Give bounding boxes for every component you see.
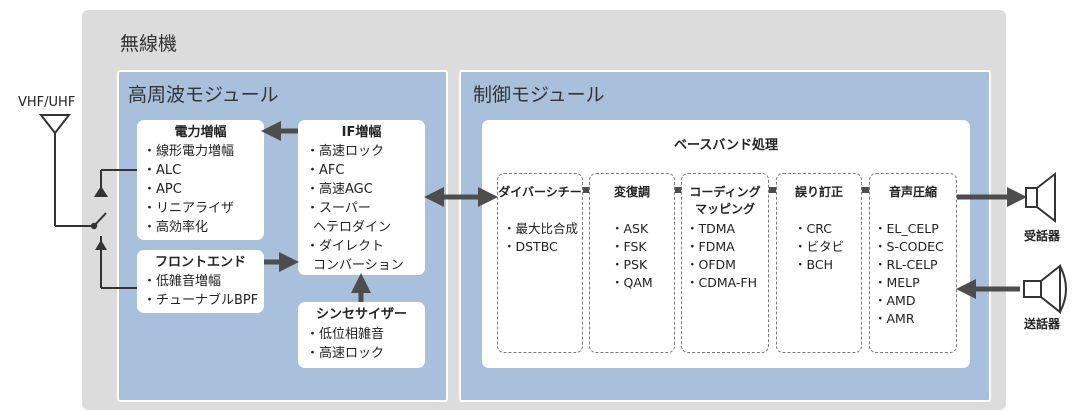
tr-switch [90,169,137,289]
modulation-item: ・ASK [611,221,649,236]
baseband-title: ベースバンド処理 [673,138,778,153]
front-end-item: ・低雑音増幅 [143,274,222,289]
voice-compression-title: 音声圧縮 [888,185,937,199]
if-amp-item: ・AFC [306,163,345,178]
synthesizer-item: ・低位相雑音 [306,327,385,342]
transmitter-label: 送話器 [1024,317,1061,331]
if-amp-title: IF増幅 [341,125,382,140]
connector [675,187,681,193]
power-amp-item: ・APC [143,182,182,197]
switch-arrow-up [94,186,108,197]
voice-compression-item: ・AMR [874,311,915,326]
if-amp-box [298,120,425,275]
voice-compression-box [869,173,957,353]
error-correction-item: ・CRC [794,221,833,236]
connector [862,187,869,193]
error-correction-box [776,173,862,353]
if-amp-item: ・高速ロック [306,144,385,159]
modulation-title: 変復調 [613,185,650,199]
if-amp-item: ・高速AGC [306,182,373,197]
power-amp-item: ・高効率化 [143,220,209,235]
front-end-title: フロントエンド [154,255,246,270]
antenna-label: VHF/UHF [18,95,76,110]
power-amp-box [137,120,264,240]
microphone-icon [1023,263,1067,315]
power-amp-item: ・リニアライザ [143,201,235,216]
front-end-item: ・チューナブルBPF [143,293,259,308]
if-amp-item: ・ダイレクト [306,239,385,254]
error-correction-item: ・BCH [794,257,833,272]
synthesizer-item: ・高速ロック [306,346,385,361]
voice-compression-item: ・MELP [874,275,920,290]
diversity-item: ・最大比合成 [503,221,579,236]
error-correction-title: 誤り訂正 [794,185,843,199]
error-correction-item: ・ビタビ [794,239,845,254]
power-amp-title: 電力増幅 [174,125,227,140]
radio-title: 無線機 [120,33,178,55]
diversity-item: ・DSTBC [503,239,558,254]
antenna-icon [38,114,94,227]
diversity-title: ダイバーシチー [498,185,582,199]
coding-box [681,173,769,353]
coding-title-line2: マッピング [694,202,755,216]
if-amp-item: ヘテロダイン [313,220,392,235]
coding-item: ・FDMA [686,239,735,254]
if-amp-item: コンバーション [313,258,404,273]
voice-compression-item: ・EL_CELP [874,221,939,236]
power-amp-item: ・線形電力増幅 [143,144,235,159]
modulation-item: ・QAM [611,275,653,290]
diversity-box [497,173,583,353]
coding-item: ・TDMA [686,221,736,236]
speaker-icon [1025,171,1056,224]
coding-item: ・CDMA-FH [686,275,758,290]
if-amp-item: ・スーパー [306,201,371,216]
switch-arrow-down [95,240,107,250]
voice-compression-item: ・S-CODEC [874,239,944,254]
modulation-item: ・PSK [611,257,648,272]
modulation-box [589,173,675,353]
power-amp-item: ・ALC [143,163,182,178]
connector [769,187,776,193]
front-end-box [137,250,264,313]
control-module-title: 制御モジュール [473,84,605,106]
synthesizer-box [298,302,425,368]
coding-title-line1: コーディング [689,185,761,199]
connector [583,187,589,193]
modulation-item: ・FSK [611,239,647,254]
rf-module-title: 高周波モジュール [128,84,279,106]
receiver-label: 受話器 [1024,229,1061,243]
synthesizer-title: シンセサイザー [315,307,407,322]
coding-item: ・OFDM [686,257,736,272]
voice-compression-item: ・RL-CELP [874,257,938,272]
voice-compression-item: ・AMD [874,293,916,308]
